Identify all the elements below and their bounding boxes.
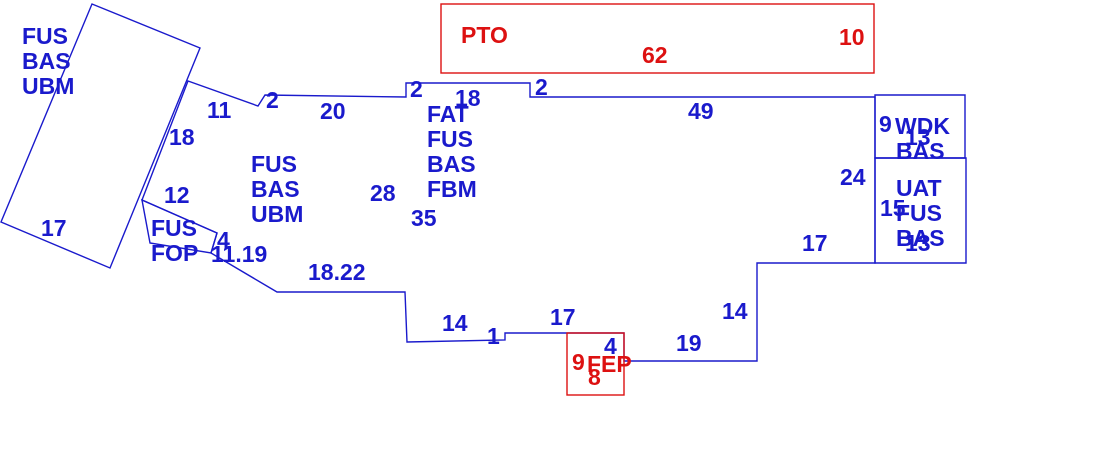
dim-11-label: 11 [207, 97, 232, 123]
dim-17-right-label: 17 [802, 230, 828, 256]
east-upper-bas-line: BAS [896, 138, 945, 164]
foyer-outline [141, 198, 218, 254]
dim-28-label: 28 [370, 180, 396, 206]
main-center-codes-line: FUS [427, 126, 473, 152]
dim-pto-62-label: 62 [642, 42, 668, 68]
main-left-codes-line: BAS [251, 176, 300, 202]
east-upper-code-label: WDK [895, 113, 950, 139]
main-left-codes-line: FUS [251, 151, 297, 177]
fep-code-line: FEP [587, 351, 632, 377]
main-center-codes-line: FBM [427, 176, 477, 202]
dim-17-bottom-label: 17 [550, 304, 576, 330]
east-upper-code-line: WDK [895, 113, 950, 139]
east-lower-codes-line: BAS [896, 225, 945, 251]
east-lower-addition-outline [874, 157, 967, 264]
east-upper-bas-label: BAS [896, 138, 945, 164]
main-left-codes-line: UBM [251, 201, 303, 227]
dim-49-label: 49 [688, 98, 714, 124]
pto-outline [440, 3, 875, 74]
dim-fep-8-label: 8 [588, 364, 601, 390]
dim-35-label: 35 [411, 205, 437, 231]
fep-code-label: FEP [587, 351, 632, 377]
dim-1-label: 1 [487, 323, 500, 349]
dim-2-a-label: 2 [266, 87, 279, 113]
fep-outline [566, 332, 625, 396]
dim-18-22-label: 18.22 [308, 259, 366, 285]
west-wing-outline [0, 3, 201, 269]
foyer-codes-line: FUS [151, 215, 197, 241]
dim-13-lower-label: 13 [905, 230, 931, 256]
east-lower-codes-line: UAT [896, 175, 942, 201]
pto-code-label: PTO [461, 22, 508, 48]
dim-11-19-label: 11.19 [211, 241, 267, 267]
dim-20-label: 20 [320, 98, 346, 124]
dim-18-top-label: 18 [455, 85, 481, 111]
dim-24-label: 24 [840, 164, 866, 190]
dim-2-c-label: 2 [535, 74, 548, 100]
dim-15-label: 15 [880, 195, 906, 221]
west-wing-codes-line: UBM [22, 73, 74, 99]
main-center-codes-line: FAT [427, 101, 469, 127]
dim-4-bottom-label: 4 [604, 333, 617, 359]
dim-9-east-label: 9 [879, 111, 892, 137]
dim-18-west-label: 18 [169, 124, 195, 150]
dim-pto-10-label: 10 [839, 24, 865, 50]
dim-19-label: 19 [676, 330, 702, 356]
foyer-codes-line: FOP [151, 240, 198, 266]
dim-12-label: 12 [164, 182, 190, 208]
east-lower-codes-line: FUS [896, 200, 942, 226]
dim-13-upper-label: 13 [905, 124, 931, 150]
dim-west-17-label: 17 [41, 215, 67, 241]
west-wing-codes-line: BAS [22, 48, 71, 74]
main-center-codes-line: BAS [427, 151, 476, 177]
pto-code-line: PTO [461, 22, 508, 48]
dim-14-right-label: 14 [722, 298, 748, 324]
dim-14-left-label: 14 [442, 310, 468, 336]
west-wing-codes-line: FUS [22, 23, 68, 49]
dim-4-foyer-label: 4 [217, 227, 230, 253]
dim-2-b-label: 2 [410, 76, 423, 102]
dim-fep-9-label: 9 [572, 349, 585, 375]
